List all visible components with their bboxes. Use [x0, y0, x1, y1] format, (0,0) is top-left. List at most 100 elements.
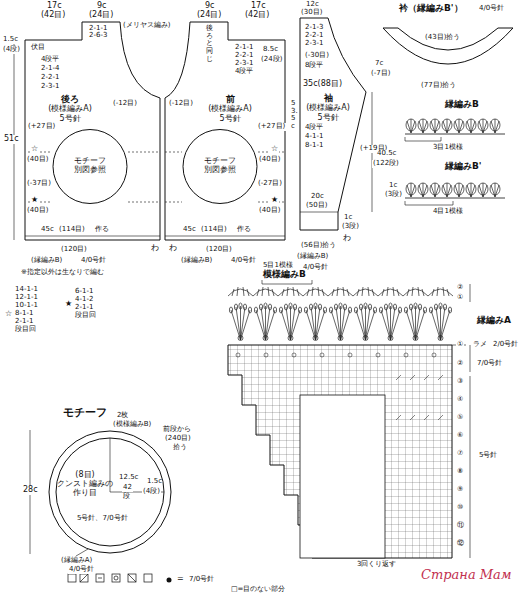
- note-label: (120目): [205, 246, 233, 254]
- note-label: Страна Мам: [420, 568, 513, 582]
- note-label: 8段平: [304, 62, 324, 70]
- note-label: ⑤: [456, 414, 464, 422]
- note-label: 縁編みB: [444, 100, 480, 110]
- note-label: =: [176, 575, 185, 584]
- node-title: (8目): [56, 470, 114, 479]
- note-label: 1.5c: [2, 36, 19, 44]
- note-label: ④: [456, 396, 464, 404]
- note-label: (縁編みA): [60, 557, 93, 565]
- note-label: (-30目): [304, 52, 330, 60]
- note-label: 2-1-1: [14, 318, 34, 326]
- note-label: 1c: [388, 182, 398, 190]
- node-title: モチーフ: [204, 156, 236, 165]
- note-label: 12.5c: [118, 474, 139, 482]
- note-label: ☆: [4, 310, 13, 319]
- note-label: 4-1-1: [304, 133, 324, 141]
- note-label: 4目1模様: [432, 208, 464, 216]
- note-label: 衿（縁編みB'）: [398, 4, 464, 14]
- node-title: モチーフ: [74, 156, 106, 165]
- note-label: 9c: [204, 2, 216, 11]
- note-label: わ: [150, 244, 160, 253]
- note-label: ⑦: [456, 450, 464, 458]
- node-text-line: 別図参照: [204, 165, 236, 174]
- note-label: (縁編みB): [30, 257, 63, 265]
- note-label: (50目): [305, 202, 328, 210]
- note-label: 4/0号針: [478, 5, 505, 13]
- node-text-line: 別図参照: [74, 165, 106, 174]
- note-label: (114目): [58, 226, 86, 234]
- note-label: わ: [168, 244, 178, 253]
- note-label: 40.5c: [376, 150, 397, 158]
- node-text-line: (模様編みA): [195, 104, 265, 113]
- note-label: わ: [342, 234, 352, 243]
- note-label: 4/0号針: [68, 566, 95, 574]
- garment-piece: 前(模様編みA)5号針モチーフ別図参照: [165, 40, 285, 240]
- note-label: 作る: [94, 226, 110, 234]
- note-label: (56目)拾う: [300, 242, 337, 250]
- note-label: □=目のない部分: [230, 586, 286, 594]
- note-label: (+27目): [257, 123, 286, 131]
- note-label: 9c: [96, 2, 108, 11]
- note-label: (120目): [60, 246, 88, 254]
- garment-piece: 後ろ(模様編みA)5号針モチーフ別図参照: [25, 40, 160, 240]
- note-label: ★: [30, 196, 39, 205]
- note-label: 2-3-1: [40, 83, 60, 91]
- note-label: (40目): [258, 156, 281, 164]
- note-label: (24目): [196, 11, 222, 20]
- node-text: モチーフ別図参照: [188, 127, 252, 203]
- note-label: 段: [122, 493, 131, 501]
- note-label: 12c: [305, 1, 320, 9]
- note-label: 伏目: [30, 44, 46, 52]
- note-label: 3目1模様: [432, 144, 464, 152]
- note-label: 17c: [250, 2, 267, 11]
- note-label: ⑨: [456, 486, 464, 494]
- note-label: (122段): [372, 160, 400, 168]
- note-label: 35c(88目): [302, 80, 343, 89]
- note-label: ①: [456, 294, 464, 302]
- note-label: 2-3-1: [234, 60, 254, 68]
- note-label: (240目): [164, 435, 192, 443]
- note-label: (40目): [26, 207, 49, 215]
- note-label: 20c: [310, 193, 325, 201]
- note-label: 2-2-1: [234, 52, 254, 60]
- note-label: (4段): [2, 46, 21, 54]
- note-label: ⑫: [456, 540, 465, 548]
- note-label: 2-1-3: [304, 24, 324, 32]
- note-label: 4段平: [234, 68, 254, 76]
- note-label: 縁編みA: [476, 316, 512, 326]
- note-label: 拾う: [172, 444, 188, 452]
- note-label: 53.5c: [290, 100, 299, 131]
- note-label: 2-1-1: [74, 304, 94, 312]
- note-label: (40目): [26, 156, 49, 164]
- note-label: 4/0号針: [80, 257, 107, 265]
- node-text-line: 5号針: [195, 114, 265, 123]
- note-label: 5目1模様: [262, 262, 294, 270]
- note-label: (114目): [200, 226, 228, 234]
- note-label: 4段平: [304, 124, 324, 132]
- note-label: 段目回: [74, 312, 97, 320]
- note-label: 2-3-1: [304, 40, 324, 48]
- note-label: 3回くり返す: [356, 561, 397, 569]
- note-label: (77目)拾う: [420, 82, 457, 90]
- node-text-line: 5号針: [300, 113, 356, 122]
- node-title: 後ろ: [35, 94, 105, 104]
- note-label: 42: [122, 484, 133, 492]
- note-label: 段目回: [14, 326, 37, 334]
- note-label: ②: [456, 360, 464, 368]
- note-label: (-7目): [370, 70, 391, 78]
- note-label: (40目): [258, 207, 281, 215]
- node-title: 前: [195, 94, 265, 104]
- note-label: 8-1-1: [14, 310, 34, 318]
- note-label: 前段から: [162, 426, 192, 434]
- note-label: ⑪: [456, 522, 465, 530]
- note-label: ★: [64, 300, 73, 309]
- note-label: 5号針: [478, 452, 498, 460]
- note-label: 45c: [182, 226, 197, 234]
- node-text: 後ろ(模様編みA)5号針: [35, 94, 105, 123]
- note-label: ②: [456, 284, 464, 292]
- note-label: 8.5c: [262, 46, 279, 54]
- note-label: 17c: [46, 2, 63, 11]
- note-label: ⑩: [456, 504, 464, 512]
- node-text-line: クンスト編みの作り目: [56, 479, 114, 497]
